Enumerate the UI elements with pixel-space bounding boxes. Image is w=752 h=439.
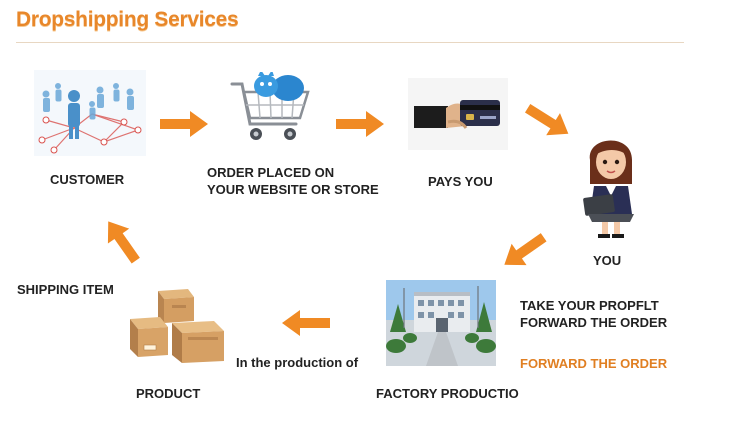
- order-label-line2: YOUR WEBSITE OR STORE: [207, 182, 379, 197]
- production-label: In the production of: [236, 355, 359, 370]
- order-label-line1: ORDER PLACED ON: [207, 165, 335, 180]
- factory-building-icon: [386, 280, 496, 366]
- arrow-factory-to-product: [282, 310, 330, 336]
- take-profit-label: TAKE YOUR PROPFLT FORWARD THE ORDER: [520, 297, 667, 331]
- product-label: PRODUCT: [136, 386, 201, 401]
- factory-label: FACTORY PRODUCTIO: [376, 386, 519, 401]
- pays-you-label: PAYS YOU: [428, 174, 493, 189]
- shipping-item-label: SHIPPING ITEM: [17, 282, 114, 297]
- order-label: ORDER PLACED ON YOUR WEBSITE OR STORE: [207, 164, 379, 198]
- arrow-pays-to-you: [524, 104, 569, 136]
- you-label: YOU: [593, 253, 622, 268]
- arrow-product-to-customer: [107, 221, 140, 264]
- cardboard-boxes-icon: [130, 289, 224, 363]
- arrow-order-to-pays: [336, 111, 384, 137]
- customer-label: CUSTOMER: [50, 172, 125, 187]
- forward-order-label: FORWARD THE ORDER: [520, 356, 668, 371]
- title-divider: [16, 42, 684, 43]
- businesswoman-laptop-icon: [583, 140, 634, 238]
- shopping-cart-icon: [230, 72, 310, 140]
- arrow-you-to-factory: [504, 233, 547, 266]
- take-profit-line1: TAKE YOUR PROPFLT: [520, 298, 659, 313]
- page-title: Dropshipping Services: [16, 8, 239, 31]
- customer-network-icon: [34, 70, 146, 156]
- take-profit-line2: FORWARD THE ORDER: [520, 315, 668, 330]
- card-payment-icon: [408, 78, 508, 150]
- arrow-customer-to-order: [160, 111, 208, 137]
